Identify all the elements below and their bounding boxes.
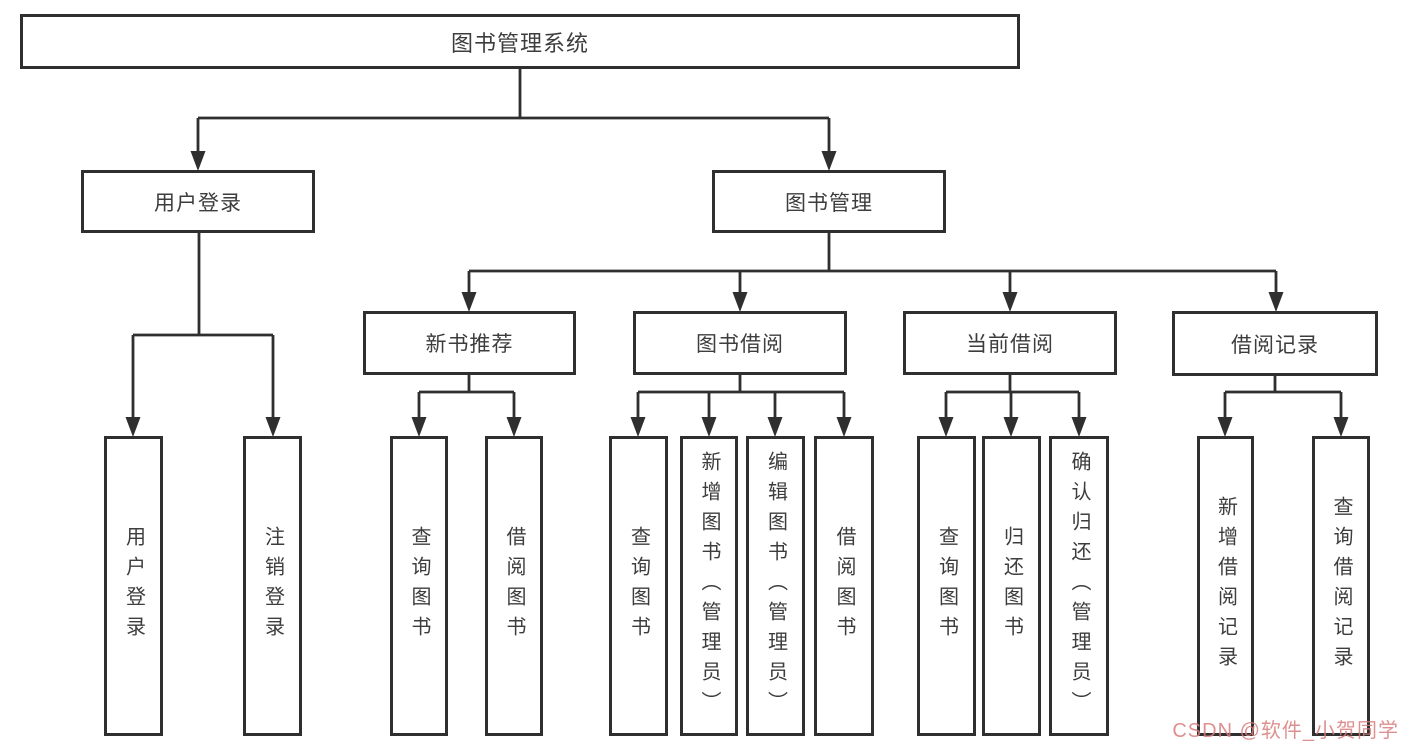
node-book-borrowing: 图书借阅: [633, 311, 847, 375]
leaf-query-books-current-label: 查询图书: [935, 526, 958, 646]
leaf-edit-books-admin-label: 编辑图书（管理员）: [764, 451, 787, 721]
node-library-management-system: 图书管理系统: [20, 14, 1020, 69]
leaf-return-books-label: 归还图书: [1000, 526, 1023, 646]
leaf-borrow-books-borrowing: 借阅图书: [814, 436, 874, 736]
leaf-user-login-label: 用户登录: [122, 526, 145, 646]
node-book-management-label: 图书管理: [785, 191, 873, 215]
leaf-confirm-return-admin: 确认归还（管理员）: [1049, 436, 1109, 736]
leaf-logout-label: 注销登录: [261, 526, 284, 646]
leaf-add-borrow-record: 新增借阅记录: [1197, 436, 1254, 736]
leaf-user-login: 用户登录: [104, 436, 163, 736]
node-library-management-system-label: 图书管理系统: [450, 30, 589, 56]
leaf-query-books-borrowing: 查询图书: [609, 436, 668, 736]
node-book-borrowing-label: 图书借阅: [696, 333, 784, 356]
node-new-book-recommend: 新书推荐: [363, 311, 576, 375]
leaf-edit-books-admin: 编辑图书（管理员）: [746, 436, 805, 736]
leaf-query-borrow-record: 查询借阅记录: [1312, 436, 1370, 736]
leaf-query-books-borrowing-label: 查询图书: [627, 526, 650, 646]
node-borrowing-records-label: 借阅记录: [1231, 333, 1319, 357]
leaf-query-books-current: 查询图书: [917, 436, 976, 736]
leaf-add-books-admin-label: 新增图书（管理员）: [698, 451, 720, 721]
leaf-confirm-return-admin-label: 确认归还（管理员）: [1068, 451, 1090, 721]
leaf-query-books-recommend: 查询图书: [390, 436, 448, 736]
node-new-book-recommend-label: 新书推荐: [425, 333, 514, 356]
node-current-borrowing: 当前借阅: [903, 311, 1117, 375]
node-borrowing-records: 借阅记录: [1172, 311, 1378, 376]
leaf-borrow-books-recommend-label: 借阅图书: [503, 526, 525, 646]
node-user-login: 用户登录: [81, 170, 315, 233]
node-user-login-label: 用户登录: [154, 191, 242, 215]
leaf-logout: 注销登录: [243, 436, 302, 736]
leaf-add-borrow-record-label: 新增借阅记录: [1214, 496, 1237, 676]
node-current-borrowing-label: 当前借阅: [966, 333, 1054, 356]
node-book-management: 图书管理: [712, 170, 946, 233]
leaf-return-books: 归还图书: [982, 436, 1041, 736]
leaf-borrow-books-borrowing-label: 借阅图书: [833, 526, 855, 646]
leaf-add-books-admin: 新增图书（管理员）: [680, 436, 738, 736]
leaf-borrow-books-recommend: 借阅图书: [485, 436, 543, 736]
leaf-query-borrow-record-label: 查询借阅记录: [1330, 496, 1352, 676]
leaf-query-books-recommend-label: 查询图书: [408, 526, 430, 646]
